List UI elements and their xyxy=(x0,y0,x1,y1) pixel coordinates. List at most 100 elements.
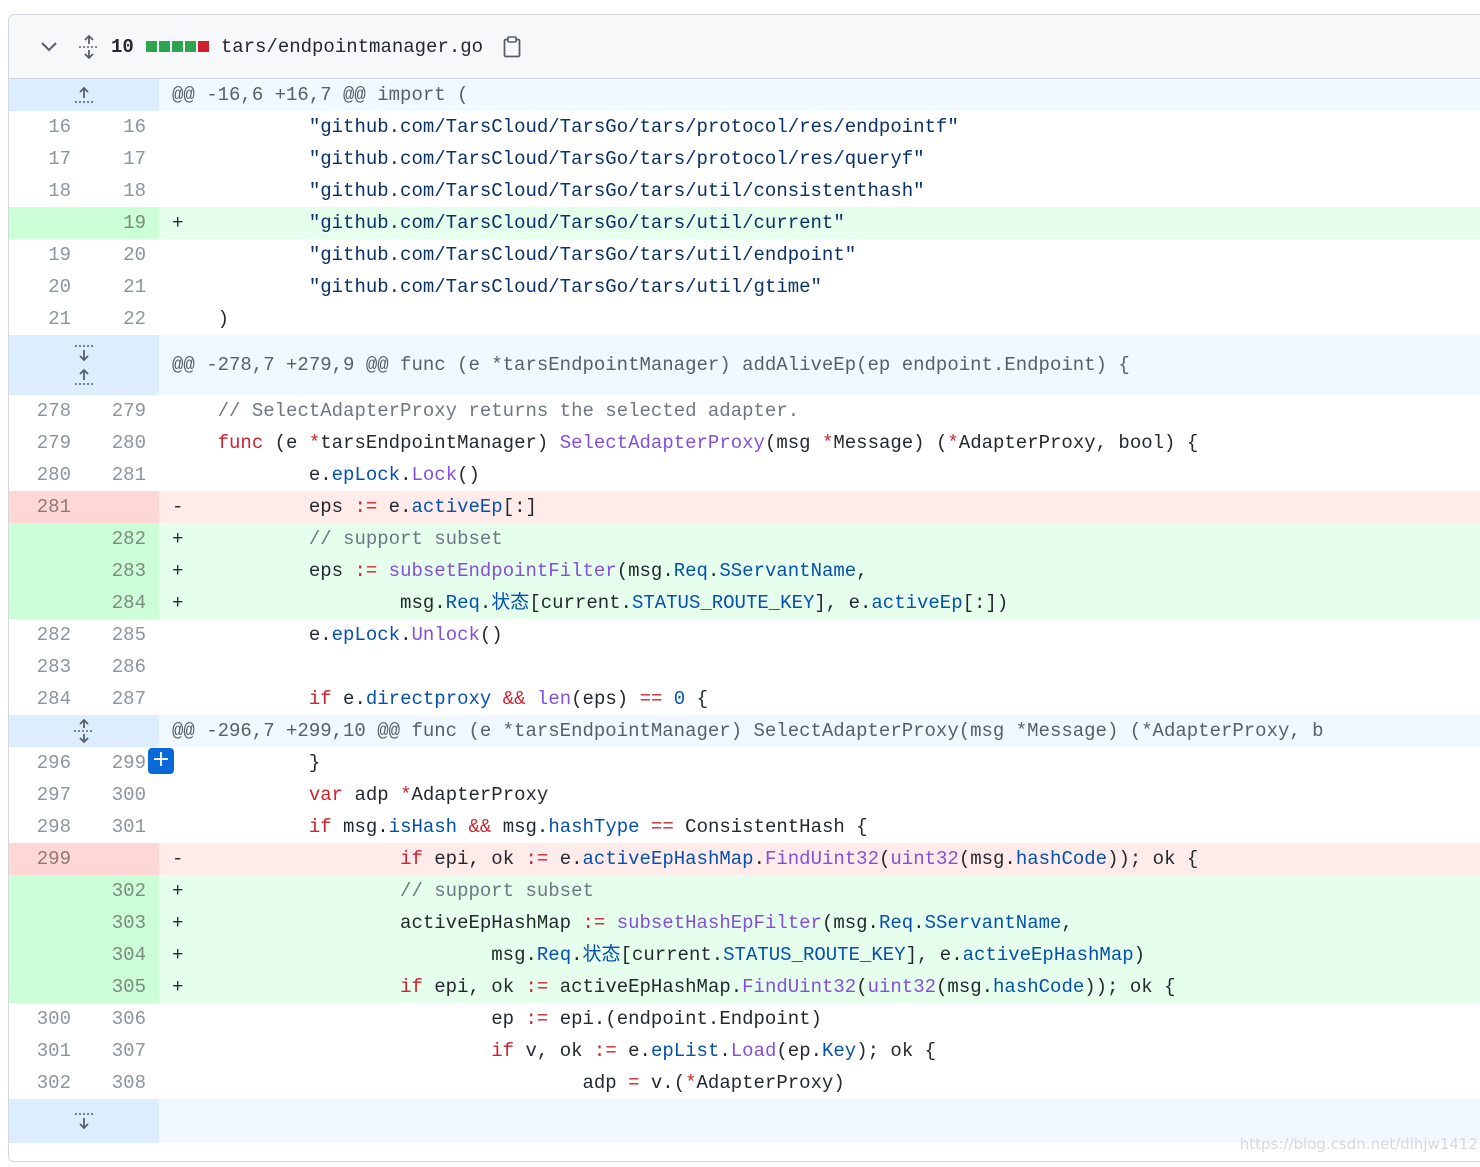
new-line-number[interactable]: 307 xyxy=(111,1040,146,1062)
new-line-number[interactable]: 17 xyxy=(123,148,146,170)
old-line-number[interactable]: 301 xyxy=(36,1040,71,1062)
new-line-number[interactable]: 20 xyxy=(123,244,146,266)
code-token xyxy=(526,688,537,710)
new-line-number[interactable] xyxy=(84,843,159,875)
code-token: STATUS_ROUTE_KEY xyxy=(631,592,815,614)
code-token: * xyxy=(685,1072,697,1094)
code-token: isHash xyxy=(388,816,458,838)
old-line-number[interactable]: 284 xyxy=(36,688,71,710)
code-token: subsetHashEpFilter xyxy=(616,912,822,934)
old-line-number[interactable] xyxy=(9,555,84,587)
old-line-number[interactable]: 282 xyxy=(36,624,71,646)
old-line-number[interactable]: 279 xyxy=(36,432,71,454)
code-token: := xyxy=(354,496,378,518)
old-line-number[interactable]: 20 xyxy=(48,276,71,298)
new-line-number[interactable]: 19 xyxy=(84,207,159,239)
old-line-number[interactable]: 299 xyxy=(9,843,84,875)
code-token: msg. xyxy=(491,816,549,838)
code-token: . xyxy=(479,592,492,614)
added-line: 283+ eps := subsetEndpointFilter(msg.Req… xyxy=(9,555,1480,587)
hunk-header-text: @@ -16,6 +16,7 @@ import ( xyxy=(172,84,469,106)
old-line-number[interactable] xyxy=(9,907,84,939)
code-line: + // support subset xyxy=(159,523,1480,555)
new-line-number[interactable]: 299 xyxy=(111,752,146,774)
old-line-number[interactable] xyxy=(9,971,84,1003)
expand-down-icon[interactable] xyxy=(9,1099,159,1143)
new-line-number[interactable]: 302 xyxy=(84,875,159,907)
code-token: AdapterProxy, bool) { xyxy=(958,432,1199,454)
hunk-header-1: @@ -16,6 +16,7 @@ import ( xyxy=(9,79,1480,111)
old-line-number[interactable]: 19 xyxy=(48,244,71,266)
new-line-number[interactable]: 21 xyxy=(123,276,146,298)
new-line-number[interactable]: 281 xyxy=(111,464,146,486)
new-line-number[interactable]: 286 xyxy=(111,656,146,678)
code-token: FindUint32 xyxy=(764,848,879,870)
code-token: * xyxy=(947,432,959,454)
code-token: := xyxy=(525,1008,549,1030)
file-path[interactable]: tars/endpointmanager.go xyxy=(220,35,484,58)
new-line-number[interactable]: 22 xyxy=(123,308,146,330)
expand-gutter[interactable] xyxy=(9,79,159,111)
new-line-number[interactable]: 16 xyxy=(123,116,146,138)
new-line-number[interactable]: 305 xyxy=(84,971,159,1003)
code-token: ], e. xyxy=(814,592,872,614)
old-line-number[interactable]: 18 xyxy=(48,180,71,202)
old-line-number[interactable] xyxy=(9,207,84,239)
deleted-line: 281- eps := e.activeEp[:] xyxy=(9,491,1480,523)
code-line: // SelectAdapterProxy returns the select… xyxy=(159,395,1480,427)
old-line-number[interactable] xyxy=(9,587,84,619)
add-comment-button[interactable]: + xyxy=(148,748,174,774)
code-token: STATUS_ROUTE_KEY xyxy=(723,944,906,966)
old-line-number[interactable]: 283 xyxy=(36,656,71,678)
code-token: (msg. xyxy=(936,976,994,998)
old-line-number[interactable]: 280 xyxy=(36,464,71,486)
code-token: uint32 xyxy=(890,848,959,870)
code-token: [:]) xyxy=(962,592,1009,614)
old-line-number[interactable]: 298 xyxy=(36,816,71,838)
code-token: . xyxy=(753,848,765,870)
code-token: activeEp xyxy=(871,592,963,614)
old-line-number[interactable]: 302 xyxy=(36,1072,71,1094)
code-token: if xyxy=(400,848,423,870)
new-line-number[interactable]: 279 xyxy=(111,400,146,422)
chevron-down-icon[interactable] xyxy=(39,37,59,57)
hunk-header-2: @@ -278,7 +279,9 @@ func (e *tarsEndpoin… xyxy=(9,335,1480,395)
new-line-number[interactable]: 308 xyxy=(111,1072,146,1094)
old-line-number[interactable]: 16 xyxy=(48,116,71,138)
old-line-number[interactable]: 278 xyxy=(36,400,71,422)
diff-sign xyxy=(172,1072,183,1094)
new-line-number[interactable] xyxy=(84,491,159,523)
code-token: Lock xyxy=(411,464,458,486)
new-line-number[interactable]: 282 xyxy=(84,523,159,555)
code-token: ( xyxy=(879,848,891,870)
new-line-number[interactable]: 306 xyxy=(111,1008,146,1030)
expand-gutter[interactable] xyxy=(9,715,159,747)
new-line-number[interactable]: 287 xyxy=(111,688,146,710)
old-line-number[interactable]: 21 xyxy=(48,308,71,330)
old-line-number[interactable] xyxy=(9,939,84,971)
new-line-number[interactable]: 304 xyxy=(84,939,159,971)
new-line-number[interactable]: 284 xyxy=(84,587,159,619)
old-line-number[interactable] xyxy=(9,875,84,907)
code-token: := xyxy=(354,560,378,582)
code-token: directproxy xyxy=(365,688,492,710)
old-line-number[interactable]: 300 xyxy=(36,1008,71,1030)
new-line-number[interactable]: 280 xyxy=(111,432,146,454)
expand-gutter[interactable] xyxy=(9,335,159,395)
old-line-number[interactable]: 297 xyxy=(36,784,71,806)
new-line-number[interactable]: 18 xyxy=(123,180,146,202)
new-line-number[interactable]: 303 xyxy=(84,907,159,939)
new-line-number[interactable]: 285 xyxy=(111,624,146,646)
old-line-number[interactable]: 296 xyxy=(36,752,71,774)
old-line-number[interactable]: 281 xyxy=(9,491,84,523)
new-line-number[interactable]: 300 xyxy=(111,784,146,806)
expand-all-icon[interactable] xyxy=(77,34,101,59)
code-token: AdapterProxy) xyxy=(696,1072,845,1094)
code-token xyxy=(377,560,388,582)
new-line-number[interactable]: 283 xyxy=(84,555,159,587)
copy-icon[interactable] xyxy=(503,35,521,58)
new-line-number[interactable]: 301 xyxy=(111,816,146,838)
code-token: hashCode xyxy=(1015,848,1108,870)
old-line-number[interactable] xyxy=(9,523,84,555)
old-line-number[interactable]: 17 xyxy=(48,148,71,170)
